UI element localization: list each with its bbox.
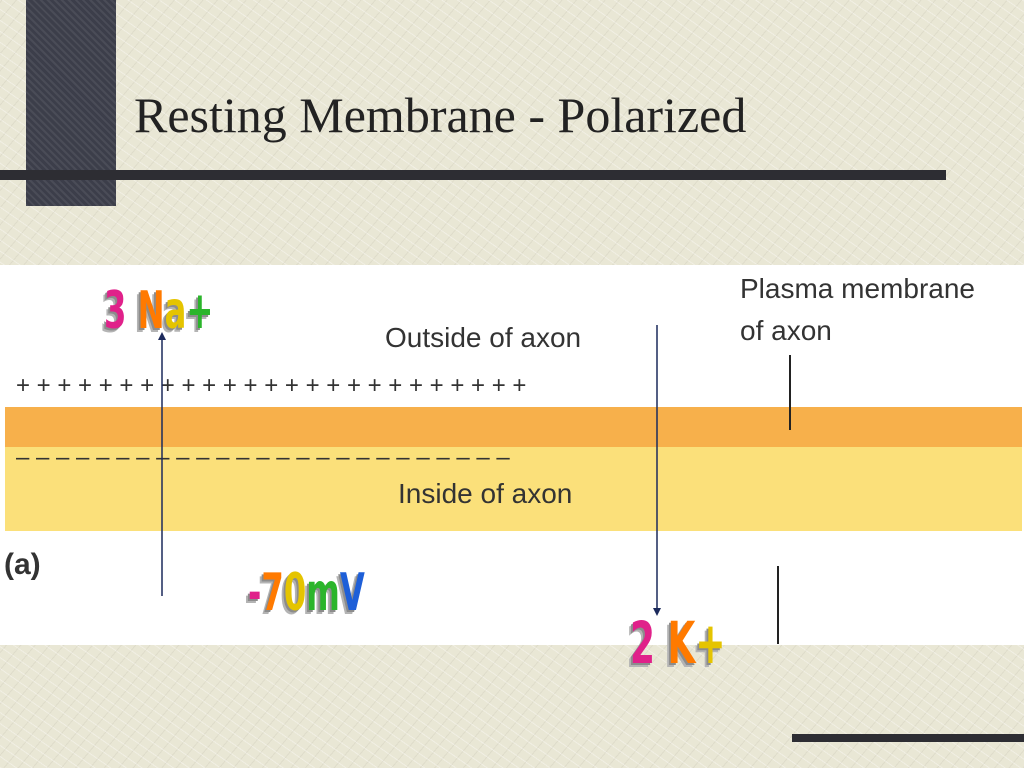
membrane-inner-layer <box>5 447 1022 531</box>
wordart-char: a <box>164 281 187 341</box>
wordart-char: 3 <box>104 281 127 341</box>
title-underline <box>0 170 946 180</box>
outside-axon-label: Outside of axon <box>385 322 582 353</box>
membrane-outer-layer <box>5 407 1022 447</box>
wordart-char: 2 <box>630 609 656 677</box>
wordart-char: m <box>306 563 340 623</box>
wordart-char: + <box>695 609 726 677</box>
wordart-char <box>126 281 137 341</box>
wordart-char: N <box>137 281 165 341</box>
inner-negative-charges: – – – – – – – – – – – – – – – – – – – – … <box>16 444 510 471</box>
outer-positive-charges: + + + + + + + + + + + + + + + + + + + + … <box>16 372 527 399</box>
wordart-char: K <box>667 609 696 677</box>
plasma-membrane-label: Plasma membrane of axon <box>740 268 975 352</box>
wordart-char: V <box>339 563 365 623</box>
potassium-ion-label: 2 K+ <box>630 609 726 677</box>
sodium-ion-label: 3 Na+ <box>104 281 213 341</box>
membrane-pointer-line <box>789 355 791 430</box>
plasma-membrane-label-line2: of axon <box>740 315 832 346</box>
resting-potential-label: -70mV <box>248 563 365 623</box>
vertical-marker-line <box>777 566 779 644</box>
plasma-membrane-label-line1: Plasma membrane <box>740 273 975 304</box>
wordart-char: 7 <box>261 563 284 623</box>
wordart-char: + <box>186 281 214 341</box>
slide-title: Resting Membrane - Polarized <box>134 87 747 143</box>
bottom-rule <box>792 734 1024 742</box>
inside-axon-label: Inside of axon <box>398 478 573 509</box>
wordart-char: - <box>248 563 262 623</box>
wordart-char <box>655 609 668 677</box>
wordart-char: 0 <box>283 563 307 623</box>
panel-label: (a) <box>4 548 41 581</box>
